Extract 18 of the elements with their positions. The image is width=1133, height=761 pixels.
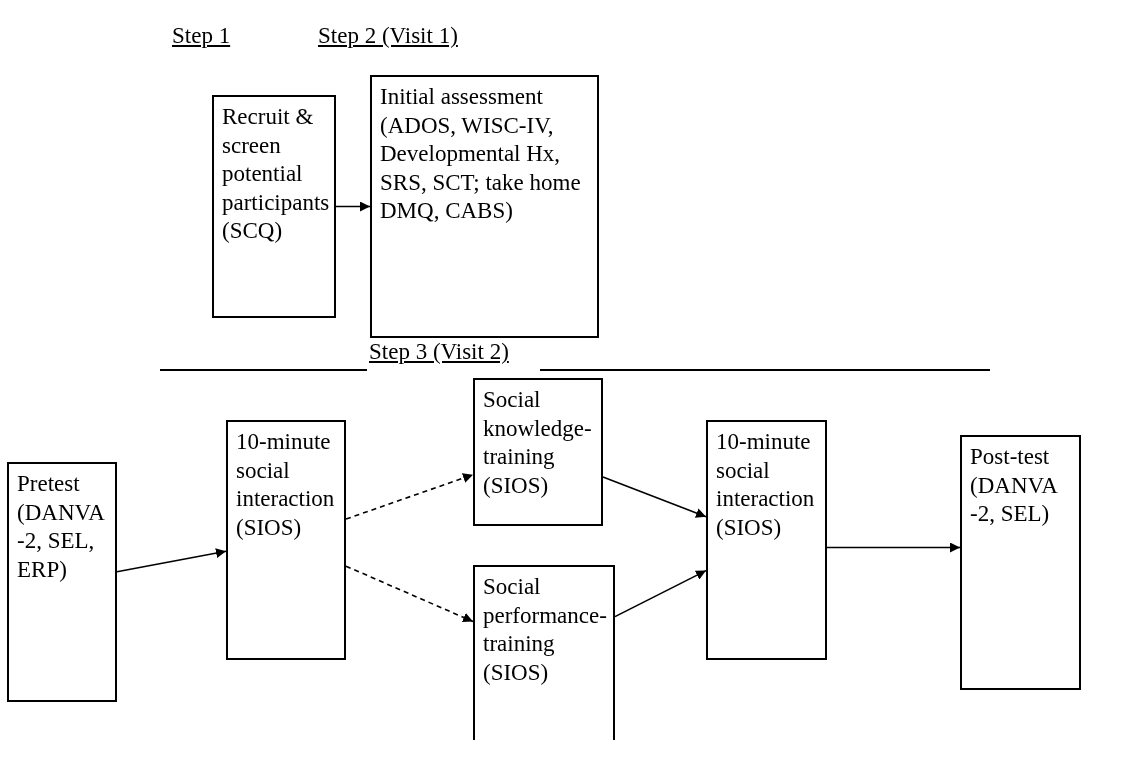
process-box: Pretest (DANVA -2, SEL, ERP): [7, 462, 117, 702]
arrow: [116, 548, 227, 573]
arrow: [614, 569, 707, 618]
process-box: Social knowledge-training (SIOS): [473, 378, 603, 526]
process-box: 10-minute social interaction (SIOS): [226, 420, 346, 660]
process-box: Initial assessment (ADOS, WISC-IV, Developmental Hx, SRS, SCT; take home DMQ, CABS): [370, 75, 599, 338]
arrow: [345, 473, 474, 520]
step-heading: Step 3 (Visit 2): [369, 338, 509, 366]
process-box: Post-test (DANVA -2, SEL): [960, 435, 1081, 690]
arrow: [602, 476, 707, 518]
process-box: Social performance-training (SIOS): [473, 565, 615, 740]
step-heading: Step 1: [172, 22, 231, 50]
step-heading: Step 2 (Visit 1): [318, 22, 458, 50]
process-box: Recruit & screen potential participants (SCQ): [212, 95, 336, 318]
arrow: [335, 201, 371, 212]
arrow: [826, 542, 961, 553]
process-box: 10-minute social interaction (SIOS): [706, 420, 827, 660]
arrow: [345, 565, 474, 623]
